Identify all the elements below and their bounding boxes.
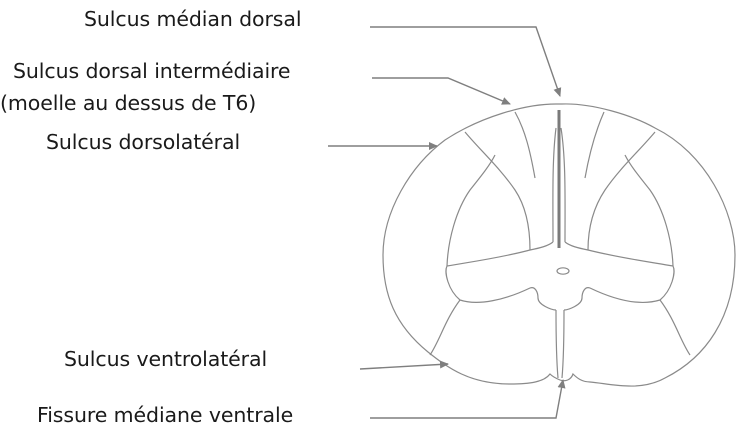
label-dorsal-intermediate-sulcus: Sulcus dorsal intermédiaire [13,58,290,84]
right-lateral-horn [625,155,673,266]
label-ventral-median-fissure: Fissure médiane ventrale [37,402,293,428]
label-dorsal-median-sulcus: Sulcus médian dorsal [84,6,301,32]
left-lateral-horn [447,155,495,266]
ventral-median-fissure [556,310,564,378]
label-dorsolateral-sulcus: Sulcus dorsolatéral [46,129,240,155]
right-ventral-horn [660,300,690,355]
right-dorsal-horn [588,132,655,250]
right-dorsal-intermediate-septum [585,112,604,178]
label-dorsal-intermediate-note: (moelle au dessus de T6) [0,90,256,116]
label-ventrolateral-sulcus: Sulcus ventrolatéral [64,346,267,372]
pointer-ventrolateral [360,364,448,369]
left-dorsal-intermediate-septum [515,112,535,178]
pointer-ventral-fissure [370,380,563,418]
left-ventral-horn [430,300,460,355]
central-canal [557,268,569,274]
pointer-dorsal-intermediate [372,78,510,104]
left-dorsal-horn [465,132,530,250]
